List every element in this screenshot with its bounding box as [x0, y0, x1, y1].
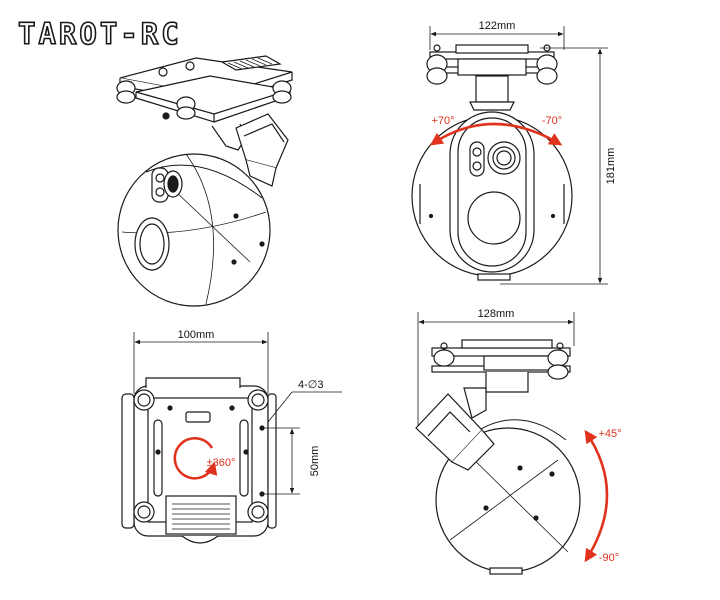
front-height-label: 181mm: [605, 148, 617, 185]
front-tilt-right-label: -70°: [542, 115, 562, 127]
side-view: [415, 339, 609, 575]
iso-camera-ball: [117, 153, 271, 307]
bottom-hole-label: 4-∅3: [298, 379, 323, 391]
side-pitch-motor: [415, 393, 495, 471]
front-width-label: 122mm: [479, 20, 516, 32]
front-yaw-motor: [469, 75, 515, 111]
iso-pitch-motor: [235, 113, 289, 187]
bottom-rotation-label: ±360°: [207, 457, 236, 469]
side-dimensions: [417, 312, 575, 426]
bottom-heatsink: [165, 495, 237, 535]
side-yaw-arm: [485, 372, 529, 393]
isometric-view: [116, 55, 293, 307]
side-tilt-up-label: +45°: [598, 428, 621, 440]
bottom-view: [121, 377, 277, 544]
front-camera-ball: [411, 111, 573, 281]
bottom-spacing-label: 50mm: [309, 446, 321, 477]
bottom-rotation-arrow: [173, 437, 218, 480]
front-mount-plate: [426, 44, 558, 85]
brand-logo: TAROT-RC: [17, 16, 182, 52]
bottom-width-label: 100mm: [178, 329, 215, 341]
side-width-label: 128mm: [478, 308, 515, 320]
logo-text: TAROT-RC: [18, 17, 182, 51]
bottom-dimensions: [133, 332, 342, 495]
front-tilt-arc: [429, 122, 563, 146]
front-dimensions: [429, 26, 608, 285]
side-mount-plate: [431, 339, 571, 380]
side-tilt-down-label: -90°: [599, 552, 619, 564]
front-view: [411, 44, 573, 281]
iso-mount-plate: [116, 55, 293, 123]
side-tilt-arc: [584, 429, 609, 563]
front-tilt-left-label: +70°: [431, 115, 454, 127]
